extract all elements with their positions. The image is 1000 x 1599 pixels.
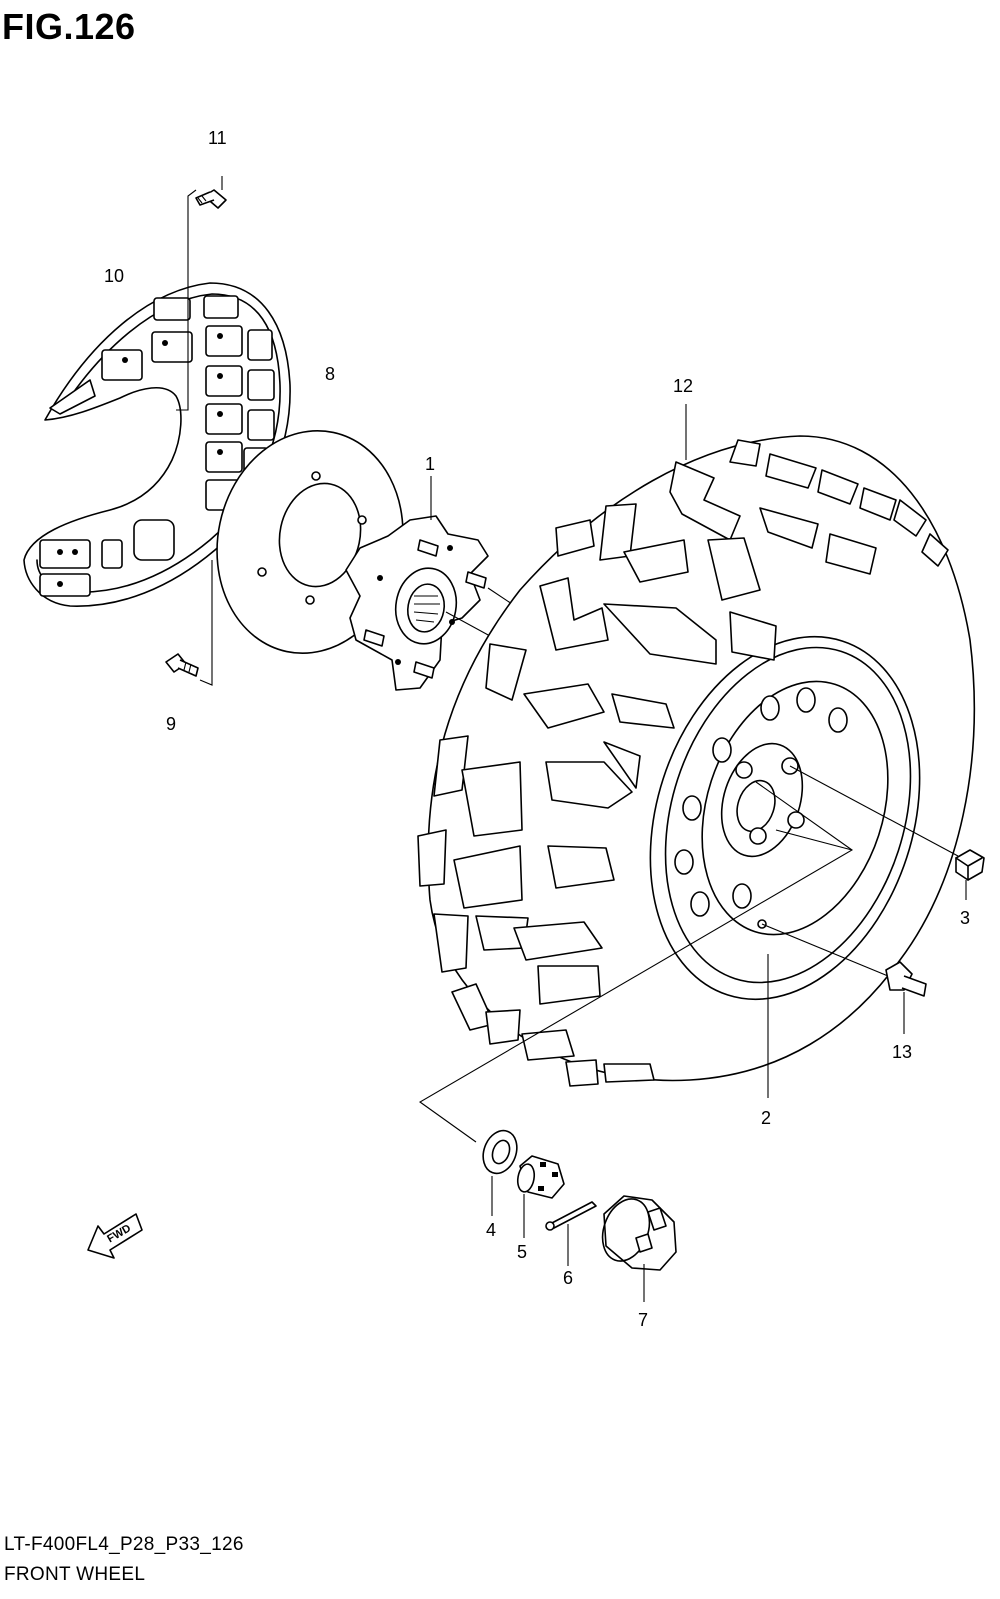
bolt-9 — [165, 653, 199, 677]
washer-4 — [482, 1129, 518, 1175]
wheel-hub — [345, 515, 489, 691]
callout-7: 7 — [638, 1310, 648, 1330]
callout-1: 1 — [425, 454, 435, 474]
cotter-pin-6 — [545, 1201, 597, 1231]
callout-9: 9 — [166, 714, 176, 734]
callout-11: 11 — [208, 128, 227, 148]
brake-disc — [216, 429, 404, 655]
rim-holes — [674, 687, 848, 917]
castle-nut-5 — [516, 1155, 565, 1199]
figure-title: FIG.126 — [2, 6, 136, 47]
callout-4: 4 — [486, 1220, 496, 1240]
tire-and-wheel — [417, 435, 976, 1087]
guard-cutouts — [39, 295, 275, 597]
callout-5: 5 — [517, 1242, 527, 1262]
valve-13 — [885, 961, 927, 997]
callout-8: 8 — [325, 364, 335, 384]
hub-cap-7 — [601, 1195, 677, 1271]
tire-tread — [417, 439, 949, 1087]
nut-3 — [955, 849, 985, 881]
figure-name: FRONT WHEEL — [4, 1564, 146, 1585]
callout-12: 12 — [673, 376, 693, 396]
fwd-direction-arrow: FWD — [87, 1213, 143, 1259]
callout-2: 2 — [761, 1108, 771, 1128]
bolt-11 — [195, 189, 227, 209]
callout-10: 10 — [104, 266, 124, 286]
figure-code: LT-F400FL4_P28_P33_126 — [4, 1534, 244, 1555]
callout-6: 6 — [563, 1268, 573, 1288]
callout-13: 13 — [892, 1042, 912, 1062]
callout-3: 3 — [960, 908, 970, 928]
